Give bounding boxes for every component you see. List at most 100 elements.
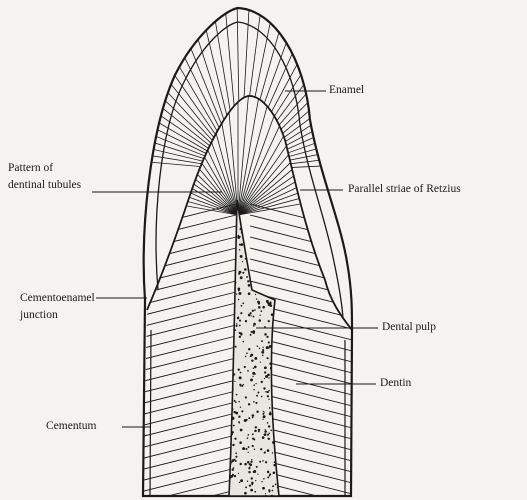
pulp-dot <box>230 291 232 293</box>
stroke <box>140 314 236 338</box>
pulp-dot <box>260 448 262 450</box>
pulp-dot <box>267 391 269 393</box>
pulp-dot <box>241 385 243 387</box>
pulp-dot <box>234 381 235 382</box>
pulp-dot <box>251 246 253 248</box>
label-dental-pulp: Dental pulp <box>382 319 436 336</box>
pulp-dot <box>251 260 252 261</box>
pulp-dot <box>279 269 282 272</box>
pulp-dot <box>230 220 232 222</box>
pulp-dot <box>275 340 277 342</box>
pulp-dot <box>276 360 279 363</box>
pulp-dot <box>245 356 247 358</box>
pulp-dot <box>247 254 249 256</box>
pulp-dot <box>276 379 278 381</box>
pulp-dot <box>277 390 280 393</box>
pulp-dot <box>248 452 249 453</box>
pulp-dot <box>252 218 254 220</box>
pulp-dot <box>226 244 228 246</box>
pulp-dot <box>232 459 235 462</box>
pulp-dot <box>254 448 255 449</box>
pulp-dot <box>240 429 243 432</box>
pulp-dot <box>252 414 255 417</box>
pulp-dot <box>260 275 262 277</box>
pulp-dot <box>280 208 283 211</box>
pulp-dot <box>278 269 281 272</box>
stroke <box>240 108 527 170</box>
pulp-dot <box>246 352 248 354</box>
pulp-dot <box>276 257 278 259</box>
stroke <box>250 270 360 298</box>
pulp-dot <box>263 281 266 284</box>
pulp-dot <box>252 445 254 447</box>
pulp-dot <box>232 235 234 237</box>
stroke <box>120 0 240 170</box>
stroke <box>240 0 412 170</box>
pulp-dot <box>239 376 242 379</box>
pulp-dot <box>234 400 236 402</box>
pulp-dot <box>247 461 250 464</box>
pulp-dot <box>259 348 260 349</box>
pulp-dot <box>256 254 259 257</box>
pulp-dot <box>238 273 240 275</box>
pulp-dot <box>268 247 271 250</box>
pulp-dot <box>276 234 278 236</box>
pulp-dot <box>269 218 270 219</box>
pulp-dot <box>270 367 273 370</box>
pulp-dot <box>262 436 265 439</box>
pulp-dot <box>279 477 282 480</box>
stroke <box>140 413 236 437</box>
pulp-dot <box>269 413 272 416</box>
pulp-dot <box>245 258 247 260</box>
pulp-dot <box>255 294 256 295</box>
pulp-dot <box>231 218 234 221</box>
pulp-dot <box>271 313 274 316</box>
pulp-dot <box>239 482 240 483</box>
pulp-dot <box>241 305 243 307</box>
pulp-dot <box>276 359 278 361</box>
pulp-dot <box>261 231 262 232</box>
pulp-dot <box>233 243 235 245</box>
pulp-dot <box>262 347 263 348</box>
pulp-dot <box>231 247 232 248</box>
stroke <box>140 336 236 360</box>
pulp-dot <box>238 473 239 474</box>
pulp-dot <box>233 467 235 469</box>
pulp-dot <box>227 263 229 265</box>
pulp-dot <box>231 260 234 263</box>
pulp-dot <box>280 456 281 457</box>
pulp-dot <box>275 365 277 367</box>
pulp-dot <box>277 250 279 252</box>
stroke <box>0 0 240 170</box>
pulp-dot <box>244 230 246 232</box>
pulp-dot <box>249 221 252 224</box>
cementum-left <box>150 330 151 496</box>
pulp-dot <box>280 279 281 280</box>
pulp-dot <box>272 452 273 453</box>
stroke <box>221 16 238 215</box>
pulp-dot <box>259 461 261 463</box>
pulp-dot <box>254 357 257 360</box>
pulp-dot <box>278 290 281 293</box>
pulp-dot <box>249 463 251 465</box>
pulp-dot <box>249 236 251 238</box>
pulp-dot <box>264 367 266 369</box>
pulp-dot <box>279 438 282 441</box>
pulp-dot <box>268 320 270 322</box>
pulp-dot <box>272 485 274 487</box>
pulp-dot <box>232 444 234 446</box>
stroke <box>140 402 236 426</box>
stroke <box>240 63 527 170</box>
pulp-dot <box>253 222 255 224</box>
pulp-dot <box>232 468 234 470</box>
pulp-dot <box>239 463 241 465</box>
pulp-dot <box>244 268 247 271</box>
pulp-dot <box>253 401 255 403</box>
pulp-dot <box>277 362 279 364</box>
stroke <box>74 100 238 215</box>
pulp-dot <box>280 422 283 425</box>
pulp-dot <box>251 223 254 226</box>
stroke <box>140 446 236 470</box>
pulp-dot <box>277 395 280 398</box>
